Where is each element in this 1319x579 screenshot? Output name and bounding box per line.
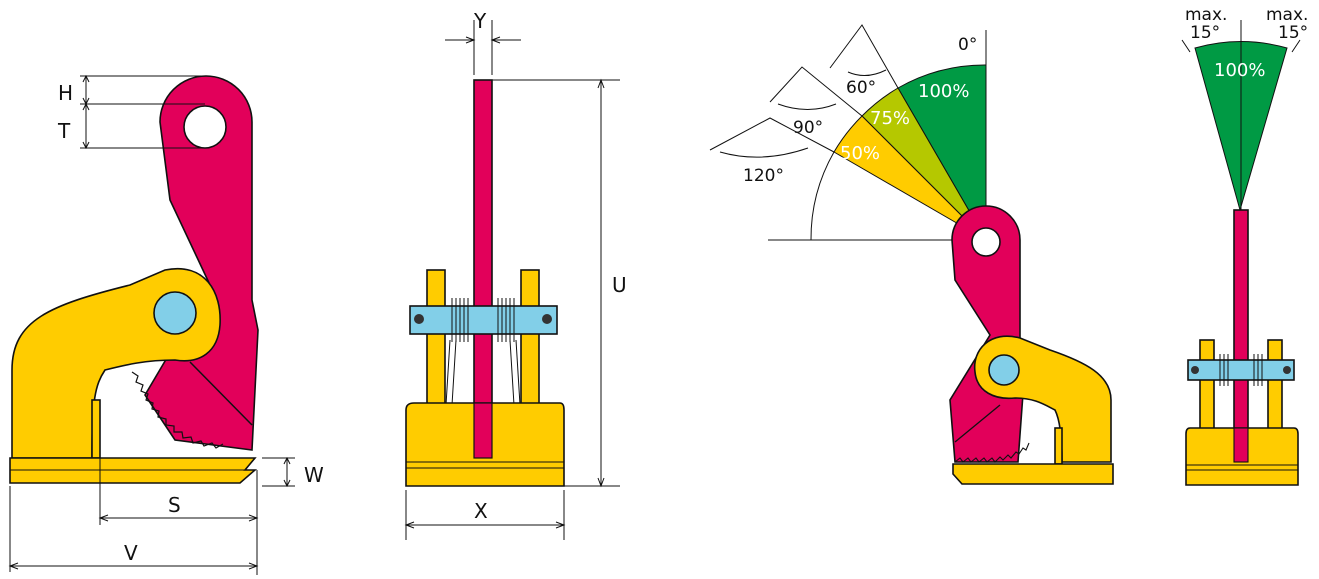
left-cheek	[426, 269, 446, 406]
pin-end-left	[414, 314, 424, 324]
capacity-100: 100%	[918, 81, 969, 102]
pivot-pin-small	[988, 354, 1020, 386]
jaw-front-small	[1233, 209, 1249, 463]
dim-label-v: V	[124, 541, 138, 565]
tilt-deg-right: 15°	[1278, 23, 1308, 43]
angle-60: 60°	[846, 78, 876, 98]
tilt-max-left: max.	[1185, 5, 1227, 25]
tilt-view: max. 15° max. 15° 100%	[1181, 5, 1308, 486]
front-view: Y U X	[404, 9, 627, 540]
quarter-arc	[810, 151, 835, 241]
base-plate-small	[952, 463, 1114, 485]
jaw-front	[473, 79, 493, 459]
angle-120: 120°	[743, 166, 784, 186]
dim-label-x: X	[474, 499, 488, 523]
angle-90: 90°	[793, 118, 823, 138]
spring-arms	[445, 339, 521, 406]
pin-end-right	[542, 314, 552, 324]
capacity-75: 75%	[870, 108, 910, 129]
cam-teeth-small	[954, 442, 1030, 463]
dim-label-h: H	[58, 81, 73, 105]
shackle-hole	[183, 105, 227, 149]
right-cheek	[520, 269, 540, 406]
left-cheek-small	[1199, 339, 1215, 431]
spring-line	[189, 361, 253, 426]
tilt-capacity: 100%	[1214, 60, 1265, 81]
dim-label-s: S	[168, 493, 181, 517]
angle-0: 0°	[958, 35, 977, 55]
cam-teeth	[131, 371, 224, 449]
cross-pin-small	[1187, 359, 1295, 381]
capacity-50: 50%	[840, 143, 880, 164]
shackle-hole-small	[971, 227, 1001, 257]
pivot-pin	[153, 291, 197, 335]
side-view: H T S V W	[8, 74, 324, 575]
side-plate-small	[1054, 427, 1063, 465]
jaw-front-lower	[473, 402, 493, 459]
dim-label-u: U	[612, 273, 627, 297]
dim-label-t: T	[57, 119, 71, 143]
sector-100	[897, 64, 987, 242]
spring-coils	[451, 298, 515, 342]
cross-pin	[409, 305, 558, 335]
tilt-deg-left: 15°	[1190, 23, 1220, 43]
dim-label-w: W	[304, 463, 324, 487]
dim-label-y: Y	[473, 9, 487, 33]
side-plate	[91, 399, 101, 459]
right-cheek-small	[1267, 339, 1283, 431]
angle-view: 0° 60° 90° 120° 100% 75% 50%	[709, 24, 1114, 485]
tilt-max-right: max.	[1266, 5, 1308, 25]
